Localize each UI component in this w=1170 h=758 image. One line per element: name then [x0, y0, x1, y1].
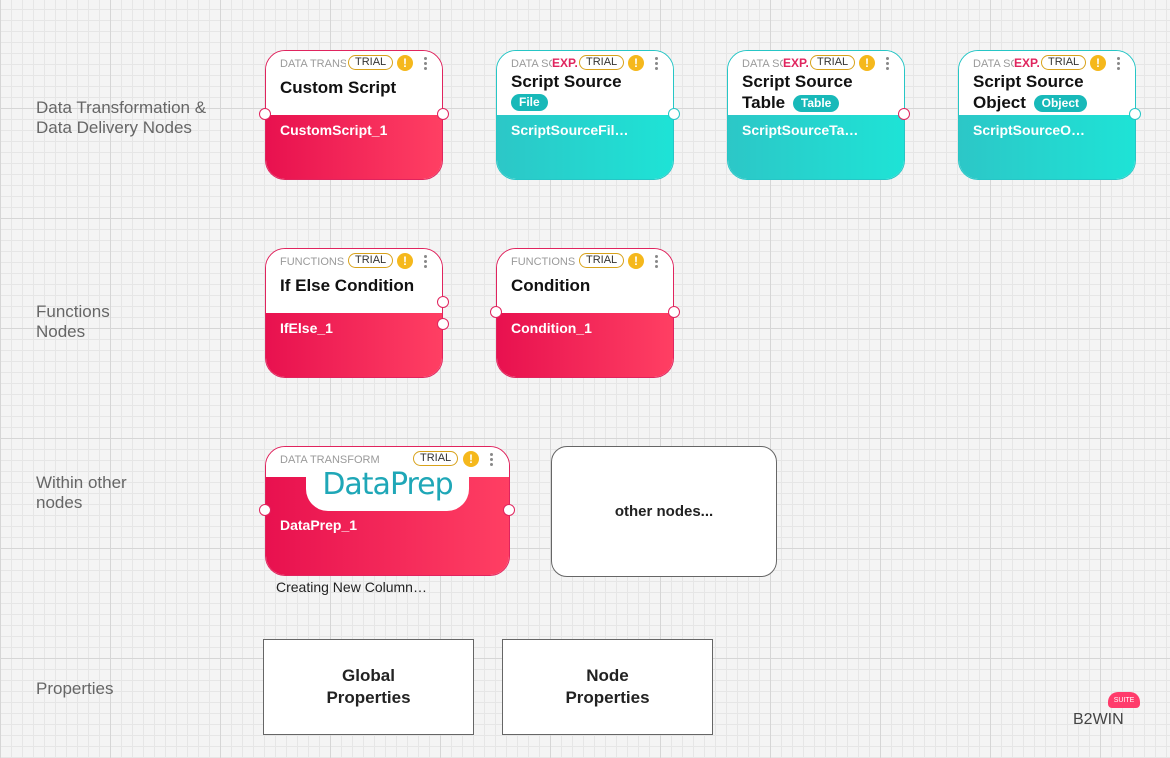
node-body: Condition_1 — [497, 313, 673, 377]
node-script-source-object[interactable]: DATA SOURCE EXP. TRIAL ! Script SourceOb… — [958, 50, 1136, 180]
node-category: DATA TRANSFORM — [280, 454, 380, 466]
node-instance-name: ScriptSourceTa… — [742, 122, 859, 138]
node-title-line2: Table — [742, 93, 786, 112]
node-dataprep[interactable]: DataPrep_1 DataPrep DATA TRANSFORM TRIAL… — [265, 446, 510, 576]
dataprep-logo: DataPrep — [322, 467, 453, 502]
node-body: ScriptSourceFil… — [497, 115, 673, 179]
trial-badge: TRIAL — [348, 253, 394, 268]
input-port[interactable] — [490, 306, 502, 318]
node-if-else-condition[interactable]: FUNCTIONS TRIAL ! If Else Condition IfEl… — [265, 248, 443, 378]
warning-icon[interactable]: ! — [628, 55, 644, 71]
node-category: FUNCTIONS — [280, 256, 345, 268]
global-properties-label: Global Properties — [326, 666, 411, 707]
node-body: ScriptSourceO… — [959, 115, 1135, 179]
node-caption: Creating New Column… — [276, 579, 427, 595]
warning-icon[interactable]: ! — [628, 253, 644, 269]
node-title-line2: Object — [973, 93, 1026, 112]
node-type-tag: File — [511, 94, 548, 111]
warning-icon[interactable]: ! — [397, 55, 413, 71]
output-port[interactable] — [668, 108, 680, 120]
node-title: Custom Script — [280, 78, 397, 97]
output-port[interactable] — [898, 108, 910, 120]
node-instance-name: IfElse_1 — [280, 320, 333, 336]
output-port-false[interactable] — [437, 318, 449, 330]
experimental-badge: EXP. — [552, 56, 578, 70]
node-body: ScriptSourceTa… — [728, 115, 904, 179]
warning-icon[interactable]: ! — [1090, 55, 1106, 71]
logo-panel: DataPrep — [306, 467, 469, 511]
node-category: DATA SOURCE — [511, 58, 553, 70]
node-category: FUNCTIONS — [511, 256, 576, 268]
node-instance-name: ScriptSourceFil… — [511, 122, 629, 138]
experimental-badge: EXP. — [783, 56, 809, 70]
output-port[interactable] — [668, 306, 680, 318]
brand-cloud-icon: SUITE — [1108, 692, 1140, 708]
node-title-line1: Script Source — [742, 72, 853, 91]
output-port[interactable] — [503, 504, 515, 516]
kebab-menu-icon[interactable] — [884, 55, 890, 71]
node-condition[interactable]: FUNCTIONS TRIAL ! Condition Condition_1 — [496, 248, 674, 378]
kebab-menu-icon[interactable] — [1115, 55, 1121, 71]
node-header: DATA SOURCE EXP. TRIAL ! Script SourceOb… — [959, 51, 1135, 115]
node-properties-label: Node Properties — [565, 666, 650, 707]
node-title-line1: Script Source — [973, 72, 1084, 91]
node-category: DATA SOURCE — [973, 58, 1015, 70]
node-header: FUNCTIONS TRIAL ! If Else Condition — [266, 249, 442, 313]
node-header: FUNCTIONS TRIAL ! Condition — [497, 249, 673, 313]
global-properties-box[interactable]: Global Properties — [263, 639, 474, 735]
input-port[interactable] — [259, 504, 271, 516]
node-type-tag: Table — [792, 95, 840, 112]
trial-badge: TRIAL — [413, 451, 459, 466]
section-label-within-other: Within other nodes — [36, 473, 127, 512]
trial-badge: TRIAL — [810, 55, 856, 70]
node-script-source-table[interactable]: DATA SOURCE EXP. TRIAL ! Script SourceTa… — [727, 50, 905, 180]
node-body: IfElse_1 — [266, 313, 442, 377]
kebab-menu-icon[interactable] — [653, 55, 659, 71]
node-title: Script Source — [511, 71, 622, 92]
node-title: Condition — [511, 276, 591, 295]
trial-badge: TRIAL — [348, 55, 394, 70]
kebab-menu-icon[interactable] — [422, 253, 428, 269]
other-nodes-box[interactable]: other nodes... — [551, 446, 777, 577]
warning-icon[interactable]: ! — [463, 451, 479, 467]
kebab-menu-icon[interactable] — [488, 451, 494, 467]
node-header: DATA TRANSFORM TRIAL ! Custom Script — [266, 51, 442, 115]
brand-logo: B2WIN — [1073, 711, 1124, 728]
node-script-source-file[interactable]: DATA SOURCE EXP. TRIAL ! Script Source F… — [496, 50, 674, 180]
input-port[interactable] — [259, 108, 271, 120]
section-label-data-transformation: Data Transformation & Data Delivery Node… — [36, 98, 207, 137]
experimental-badge: EXP. — [1014, 56, 1040, 70]
node-instance-name: Condition_1 — [511, 320, 592, 336]
output-port[interactable] — [1129, 108, 1141, 120]
node-category: DATA TRANSFORM — [280, 58, 346, 70]
warning-icon[interactable]: ! — [859, 55, 875, 71]
node-title: If Else Condition — [280, 276, 415, 295]
node-instance-name: CustomScript_1 — [280, 122, 388, 138]
node-header: DATA SOURCE EXP. TRIAL ! Script SourceTa… — [728, 51, 904, 115]
node-properties-box[interactable]: Node Properties — [502, 639, 713, 735]
warning-icon[interactable]: ! — [397, 253, 413, 269]
node-title-text: Script Source — [511, 72, 622, 91]
section-label-functions: Functions Nodes — [36, 302, 110, 341]
node-header: DATA SOURCE EXP. TRIAL ! Script Source F… — [497, 51, 673, 115]
output-port-true[interactable] — [437, 296, 449, 308]
trial-badge: TRIAL — [579, 253, 625, 268]
node-custom-script[interactable]: DATA TRANSFORM TRIAL ! Custom Script Cus… — [265, 50, 443, 180]
kebab-menu-icon[interactable] — [422, 55, 428, 71]
node-tag-wrap: File — [508, 94, 548, 112]
node-instance-name: ScriptSourceO… — [973, 122, 1086, 138]
node-instance-name: DataPrep_1 — [280, 517, 358, 533]
output-port[interactable] — [437, 108, 449, 120]
kebab-menu-icon[interactable] — [653, 253, 659, 269]
section-label-properties: Properties — [36, 679, 114, 698]
trial-badge: TRIAL — [1041, 55, 1087, 70]
node-type-tag: Object — [1033, 95, 1087, 112]
trial-badge: TRIAL — [579, 55, 625, 70]
node-body: CustomScript_1 — [266, 115, 442, 179]
node-category: DATA SOURCE — [742, 58, 784, 70]
